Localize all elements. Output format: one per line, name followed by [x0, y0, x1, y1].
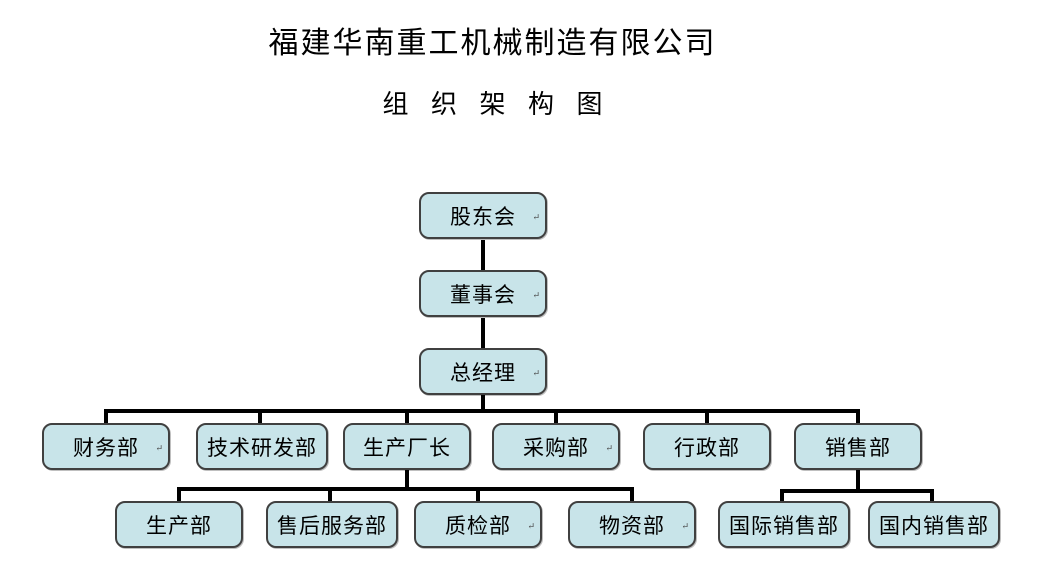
org-node-international-sales-dept: 国际销售部 [718, 501, 850, 548]
connector-board-gm [481, 318, 485, 348]
connector-drop-purchasing [554, 409, 558, 424]
line-break-mark: ↵ [155, 443, 163, 453]
org-node-board-of-directors: 董事会 ↵ [419, 270, 547, 317]
connector-drop-domestic-sales [930, 489, 934, 502]
connector-gm-bus [481, 394, 485, 411]
connector-bus-level4 [104, 409, 860, 413]
connector-drop-after-sales [328, 487, 332, 502]
org-node-label: 生产部 [146, 513, 212, 538]
line-break-mark: ↵ [532, 212, 540, 222]
org-node-label: 股东会 [450, 204, 516, 229]
line-break-mark: ↵ [605, 443, 613, 453]
org-node-production-dept: 生产部 [115, 501, 243, 548]
org-node-quality-inspection-dept: 质检部 ↵ [414, 501, 542, 548]
connector-drop-production-dept [177, 487, 181, 502]
org-node-sales-dept: 销售部 [794, 423, 922, 470]
connector-drop-intl-sales [780, 489, 784, 502]
org-node-label: 国际销售部 [729, 513, 839, 538]
line-break-mark: ↵ [527, 521, 535, 531]
connector-shareholders-board [481, 240, 485, 270]
org-node-label: 生产厂长 [363, 435, 451, 460]
org-node-label: 销售部 [825, 435, 891, 460]
org-node-purchasing-dept: 采购部 ↵ [492, 423, 620, 470]
org-node-general-manager: 总经理 ↵ [419, 348, 547, 395]
connector-drop-materials [630, 487, 634, 502]
line-break-mark: ↵ [532, 290, 540, 300]
org-node-production-director: 生产厂长 [343, 423, 471, 470]
org-node-label: 财务部 [73, 435, 139, 460]
org-node-label: 物资部 [599, 513, 665, 538]
connector-drop-finance [104, 409, 108, 424]
connector-drop-sales [856, 409, 860, 424]
org-node-label: 技术研发部 [207, 435, 317, 460]
org-node-label: 董事会 [450, 282, 516, 307]
org-node-finance-dept: 财务部 ↵ [42, 423, 170, 470]
line-break-mark: ↵ [532, 368, 540, 378]
connector-bus-production [177, 487, 634, 491]
org-node-shareholders-meeting: 股东会 ↵ [419, 192, 547, 239]
org-node-domestic-sales-dept: 国内销售部 [868, 501, 1000, 548]
connector-drop-tech-rd [258, 409, 262, 424]
connector-bus-sales [780, 489, 934, 493]
connector-sales-bus [856, 469, 860, 491]
org-node-tech-rd-dept: 技术研发部 [196, 423, 328, 470]
company-title: 福建华南重工机械制造有限公司 [268, 27, 717, 60]
org-node-label: 质检部 [445, 513, 511, 538]
line-break-mark: ↵ [681, 521, 689, 531]
org-node-after-sales-service-dept: 售后服务部 [266, 501, 398, 548]
connector-drop-admin [705, 409, 709, 424]
org-node-label: 总经理 [450, 360, 516, 385]
connector-production-director-bus [405, 469, 409, 489]
chart-subtitle: 组 织 架 构 图 [382, 90, 611, 119]
org-node-label: 国内销售部 [879, 513, 989, 538]
connector-drop-production-director [405, 409, 409, 424]
org-node-materials-dept: 物资部 ↵ [568, 501, 696, 548]
org-node-label: 行政部 [674, 435, 740, 460]
connector-drop-quality [476, 487, 480, 502]
org-node-admin-dept: 行政部 [643, 423, 771, 470]
org-node-label: 采购部 [523, 435, 589, 460]
chart-header: 福建华南重工机械制造有限公司 组 织 架 构 图 [0, 24, 985, 122]
org-node-label: 售后服务部 [277, 513, 387, 538]
